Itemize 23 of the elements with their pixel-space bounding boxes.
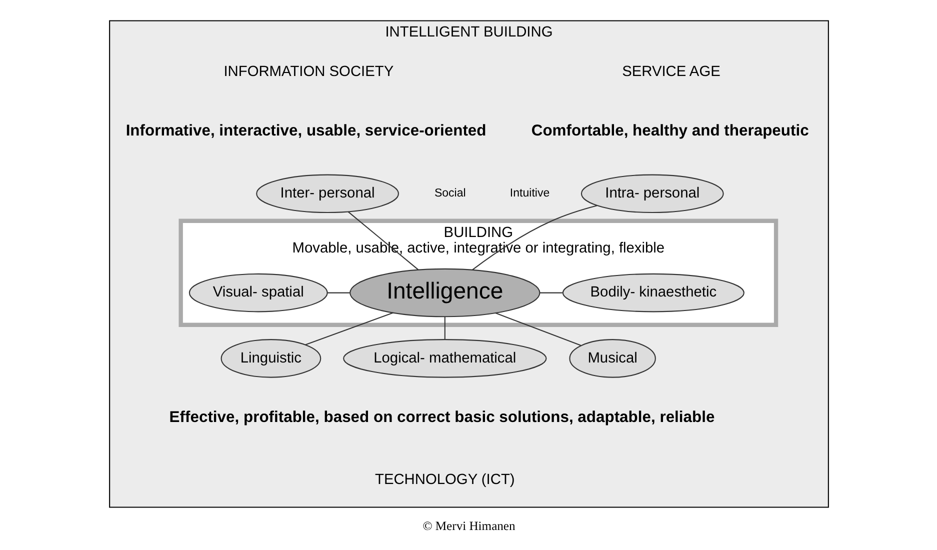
label: Informative, interactive, usable, service-oriented (125, 122, 486, 140)
node-ellipse: Intra- personal (580, 174, 724, 214)
connector (539, 292, 562, 294)
label: Social (434, 188, 466, 200)
node-ellipse: Intelligence (349, 268, 540, 318)
label: SERVICE AGE (622, 64, 720, 80)
node-ellipse: Musical (568, 339, 656, 378)
connector (494, 312, 580, 346)
node-ellipse: Linguistic (220, 339, 321, 378)
node-ellipse: Inter- personal (256, 174, 398, 214)
connector (444, 316, 445, 340)
label: Effective, profitable, based on correct basic solutions, adaptable, reliable (168, 408, 714, 426)
node-ellipse: Logical- mathematical (342, 339, 546, 378)
label: TECHNOLOGY (ICT) (374, 472, 514, 488)
label: Comfortable, healthy and therapeutic (530, 122, 808, 140)
node-ellipse: Bodily- kinaesthetic (562, 273, 744, 312)
connector (326, 292, 350, 294)
label: INFORMATION SOCIETY (223, 64, 394, 80)
connector (304, 312, 393, 346)
node-ellipse: Visual- spatial (188, 273, 328, 312)
label: Intuitive (509, 188, 550, 200)
caption: © Mervi Himanen (422, 518, 515, 533)
connector (347, 211, 418, 270)
